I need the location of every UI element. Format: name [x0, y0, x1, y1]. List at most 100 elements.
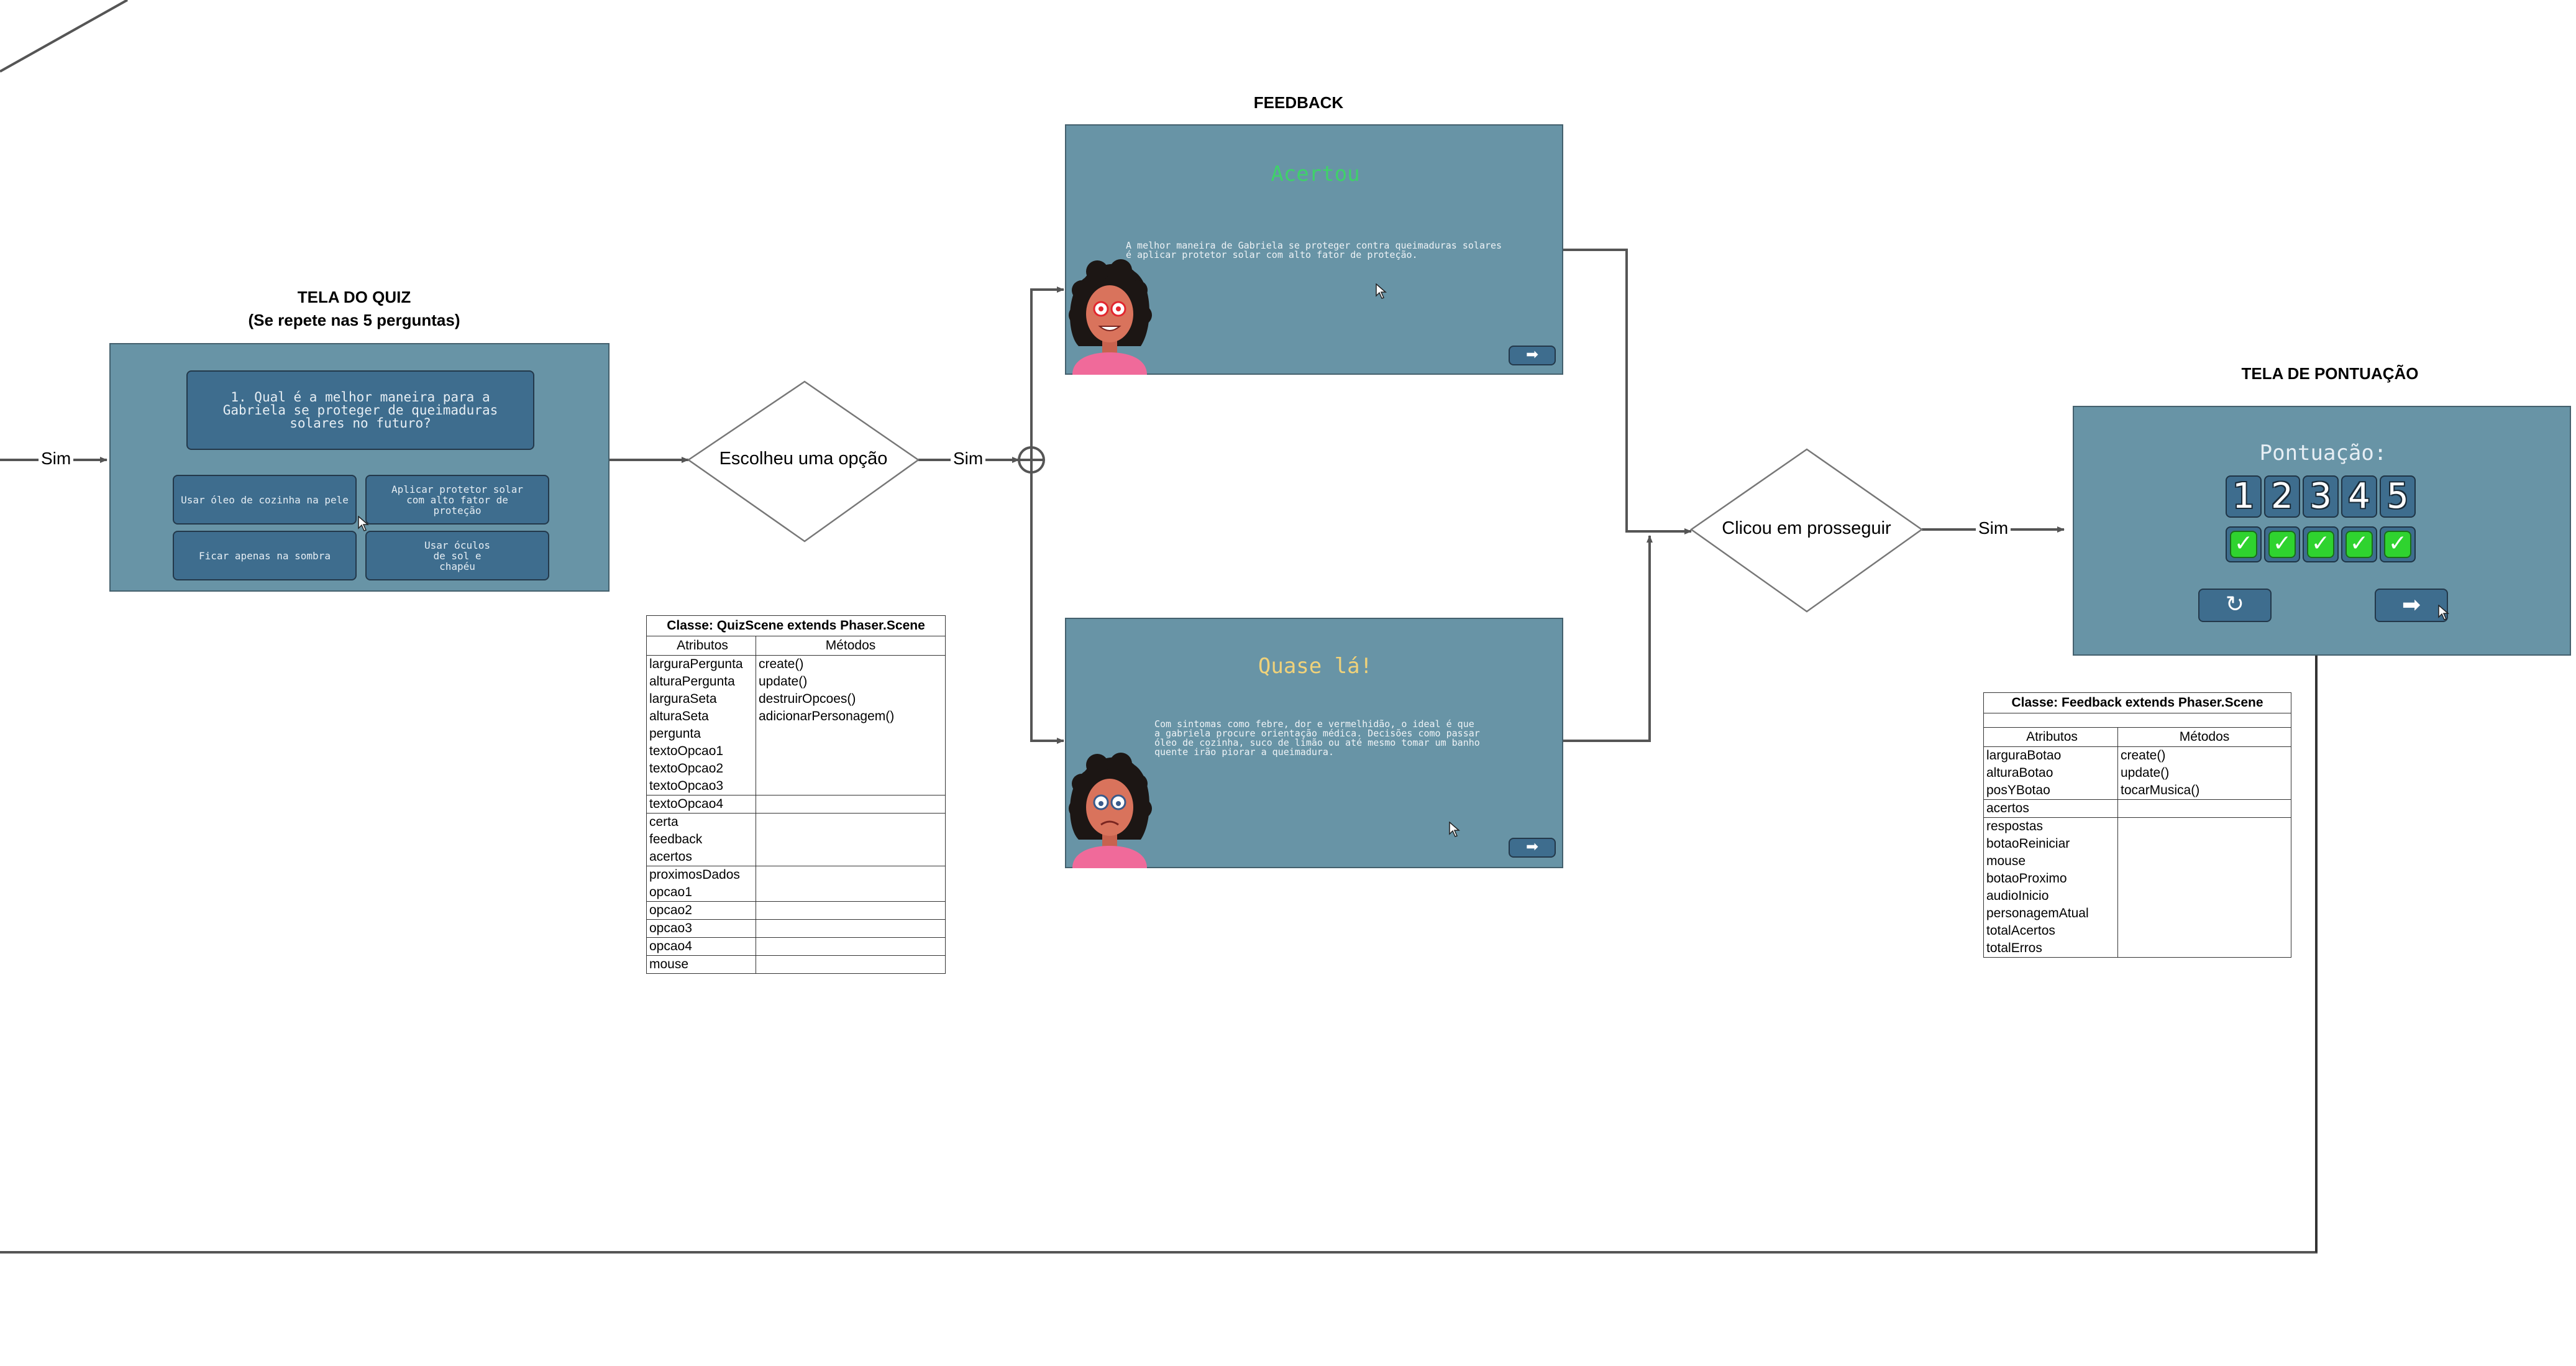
table-row: acertos	[1984, 800, 2291, 818]
mouse-cursor-icon	[358, 516, 370, 531]
methods-cell: create() update() destruirOpcoes() adiciona…	[756, 656, 945, 795]
question-box: 1. Qual é a melhor maneira para a Gabrie…	[186, 370, 534, 450]
method-item: destruirOpcoes()	[759, 692, 856, 706]
methods-cell	[756, 866, 945, 901]
method-item: create()	[759, 657, 804, 671]
edge-junction-almost	[1030, 472, 1064, 744]
edge-almost-proceed	[1563, 535, 1653, 742]
next-button[interactable]: ➡	[2375, 589, 2448, 622]
attribute-item: posYBotao	[1986, 783, 2050, 797]
methods-cell	[756, 814, 945, 866]
edge-label-yes-3: Sim	[1976, 518, 2011, 538]
option-button-4[interactable]: Usar óculos de sol e chapéu	[365, 531, 549, 580]
methods-cell	[756, 956, 945, 973]
attribute-item: textoOpcao3	[649, 779, 724, 793]
method-item: update()	[759, 674, 808, 689]
next-button[interactable]: ➡	[1509, 346, 1556, 365]
score-screen: Pontuação: 1 2 3 4 5 ✓ ✓ ✓ ✓ ✓ ↻ ➡	[2073, 406, 2571, 656]
check-icon: ✓	[2226, 526, 2262, 562]
attribute-item: mouse	[649, 957, 689, 971]
feedback-screen-title: FEEDBACK	[1253, 93, 1344, 112]
next-button[interactable]: ➡	[1509, 838, 1556, 858]
method-item: tocarMusica()	[2121, 783, 2200, 797]
feedback-correct-screen: Acertou A melhor maneira de Gabriela se …	[1065, 124, 1563, 375]
attribute-item: feedback	[649, 832, 703, 846]
table-row: opcao2	[647, 902, 945, 920]
feedback-correct-text: A melhor maneira de Gabriela se proteger…	[1126, 240, 1502, 260]
attribute-item: respostas	[1986, 819, 2044, 833]
option-button-1[interactable]: Usar óleo de cozinha na pele	[173, 475, 357, 525]
quiz-class-rows: larguraPergunta alturaPergunta larguraSeta…	[647, 656, 945, 973]
table-row: mouse	[647, 956, 945, 973]
score-label: Pontuação:	[2259, 441, 2387, 465]
feedback-class-spacer	[1984, 713, 2291, 728]
attribute-item: totalErros	[1986, 941, 2042, 955]
table-row: opcao3	[647, 920, 945, 938]
feedback-almost-title: Quase lá!	[1258, 654, 1373, 679]
character-happy-avatar	[1069, 259, 1152, 375]
edge-label-yes-1: Sim	[39, 449, 74, 469]
quiz-screen: 1. Qual é a melhor maneira para a Gabrie…	[109, 343, 610, 592]
mouse-cursor-icon	[2438, 605, 2450, 620]
feedback-almost-text: Com sintomas como febre, dor e vermelhid…	[1154, 718, 1480, 758]
attributes-cell: mouse	[647, 956, 756, 973]
score-screen-title: TELA DE PONTUAÇÃO	[2241, 364, 2419, 383]
method-item: update()	[2121, 766, 2170, 780]
restart-button[interactable]: ↻	[2198, 589, 2272, 622]
attribute-item: larguraPergunta	[649, 657, 743, 671]
feedback-class-caption: Classe: Feedback extends Phaser.Scene	[1984, 693, 2291, 713]
methods-cell	[756, 938, 945, 955]
quiz-class-caption: Classe: QuizScene extends Phaser.Scene	[647, 616, 945, 636]
restart-icon: ↻	[2225, 592, 2245, 617]
attribute-item: mouse	[1986, 854, 2026, 868]
decision-choose-label: Escolheu uma opção	[719, 449, 888, 469]
table-row: respostas botaoReiniciar mouse botaoProximo…	[1984, 818, 2291, 957]
arrow-right-icon: ➡	[1525, 838, 1539, 855]
table-row: opcao4	[647, 938, 945, 956]
mouse-cursor-icon	[1376, 283, 1387, 299]
decision-proceed-shape	[1689, 448, 1924, 613]
attribute-item: botaoReiniciar	[1986, 837, 2070, 851]
quiz-class-table: Classe: QuizScene extends Phaser.Scene A…	[646, 615, 946, 974]
decision-choose-shape	[687, 380, 920, 543]
attribute-item: alturaPergunta	[649, 674, 735, 689]
method-item: adicionarPersonagem()	[759, 709, 895, 723]
attributes-cell: opcao2	[647, 902, 756, 919]
methods-cell	[756, 795, 945, 813]
option-button-3[interactable]: Ficar apenas na sombra	[173, 531, 357, 580]
check-icon: ✓	[2264, 526, 2300, 562]
methods-cell	[756, 920, 945, 937]
option-button-2[interactable]: Aplicar protetor solar com alto fator de…	[365, 475, 549, 525]
table-row: larguraPergunta alturaPergunta larguraSeta…	[647, 656, 945, 795]
question-text: 1. Qual é a melhor maneira para a Gabrie…	[222, 389, 498, 431]
feedback-class-header: Atributos Métodos	[1984, 728, 2291, 747]
attributes-cell: textoOpcao4	[647, 795, 756, 813]
score-number-3: 3	[2303, 475, 2339, 518]
attributes-cell: acertos	[1984, 800, 2118, 817]
attribute-item: acertos	[1986, 801, 2029, 815]
feedback-correct-title: Acertou	[1271, 162, 1360, 186]
check-icon: ✓	[2341, 526, 2377, 562]
arrow-right-icon: ➡	[1525, 346, 1539, 363]
attribute-item: botaoProximo	[1986, 871, 2067, 886]
attribute-item: textoOpcao4	[649, 797, 724, 811]
attribute-item: alturaBotao	[1986, 766, 2053, 780]
attributes-cell: respostas botaoReiniciar mouse botaoProximo…	[1984, 818, 2118, 957]
score-number-5: 5	[2380, 475, 2416, 518]
attribute-item: larguraSeta	[649, 692, 717, 706]
attribute-item: opcao4	[649, 939, 692, 953]
attributes-cell: larguraPergunta alturaPergunta larguraSeta…	[647, 656, 756, 795]
attribute-item: textoOpcao1	[649, 744, 724, 758]
attributes-cell: opcao4	[647, 938, 756, 955]
check-icon: ✓	[2303, 526, 2339, 562]
score-number-2: 2	[2264, 475, 2300, 518]
attribute-item: opcao3	[649, 921, 692, 935]
attribute-item: certa	[649, 815, 678, 829]
